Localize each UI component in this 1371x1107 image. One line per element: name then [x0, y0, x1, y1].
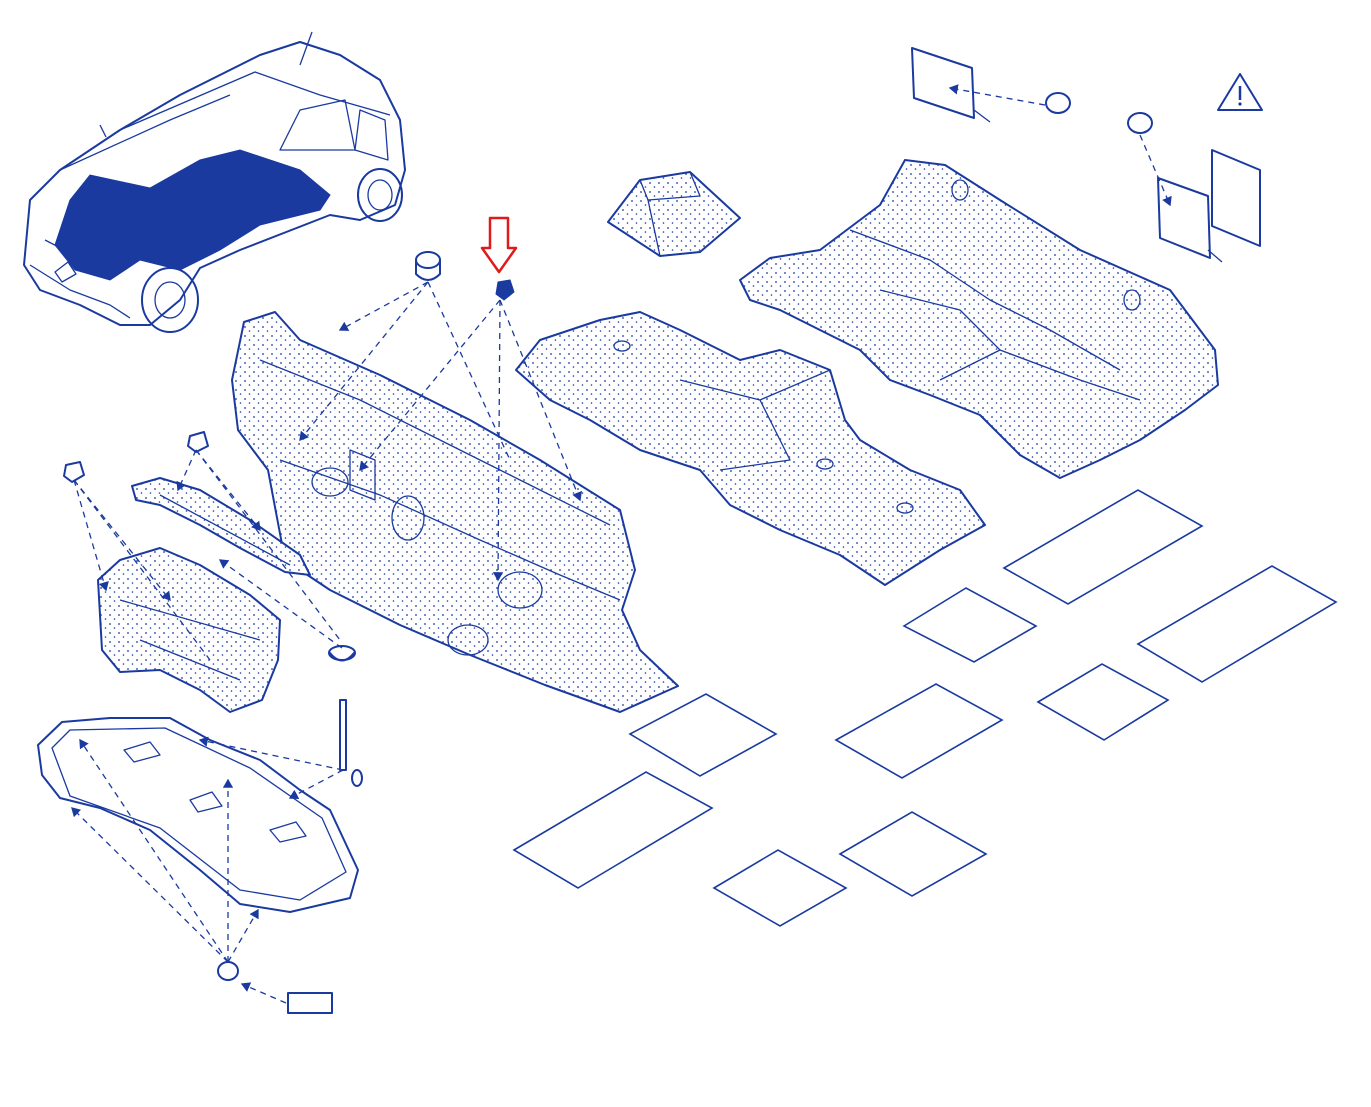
tag-plate-2: [1157, 177, 1223, 263]
foam-pad-4: [1036, 663, 1170, 741]
fastener-nut-left-2: [63, 461, 85, 483]
label-plate: [287, 992, 333, 1014]
fastener-nut-highlighted: [495, 279, 515, 301]
foam-pad-1: [1002, 489, 1204, 605]
tunnel-insulation-block: [607, 171, 741, 257]
tag-plate-3: [1211, 149, 1261, 247]
foam-pads: [512, 489, 1338, 927]
car-overview-illustration: [23, 31, 406, 333]
foam-pad-3: [1136, 565, 1338, 683]
tag-plate-1: [911, 47, 991, 123]
fastener-clip-right-1: [1045, 92, 1071, 114]
fastener-clip-right-2: [1127, 112, 1153, 134]
fastener-clip-bottom: [217, 961, 239, 981]
fastener-clip-mid: [328, 645, 356, 662]
foam-pad-9: [712, 849, 848, 927]
fastener-clip-top: [415, 251, 441, 281]
fastener-nut-left-1: [187, 431, 209, 453]
foam-pad-6: [628, 693, 778, 777]
fastener-pin: [339, 699, 363, 787]
foam-pad-8: [838, 811, 988, 897]
left-trim-bracket: [131, 477, 311, 576]
left-side-insulation: [97, 547, 281, 713]
highlight-arrow-icon: [480, 216, 518, 274]
hood-insulation-panel: [37, 717, 359, 913]
foam-pad-7: [512, 771, 714, 889]
firewall-insulation-panel: [231, 311, 679, 713]
highlighted-insulation-area: [54, 149, 331, 281]
rear-floor-insulation: [739, 159, 1219, 479]
foam-pad-5: [834, 683, 1004, 779]
warning-icon: [1217, 73, 1263, 111]
foam-pad-2: [902, 587, 1038, 663]
assembly-lines: [71, 84, 1172, 1004]
front-floor-insulation: [515, 311, 986, 586]
